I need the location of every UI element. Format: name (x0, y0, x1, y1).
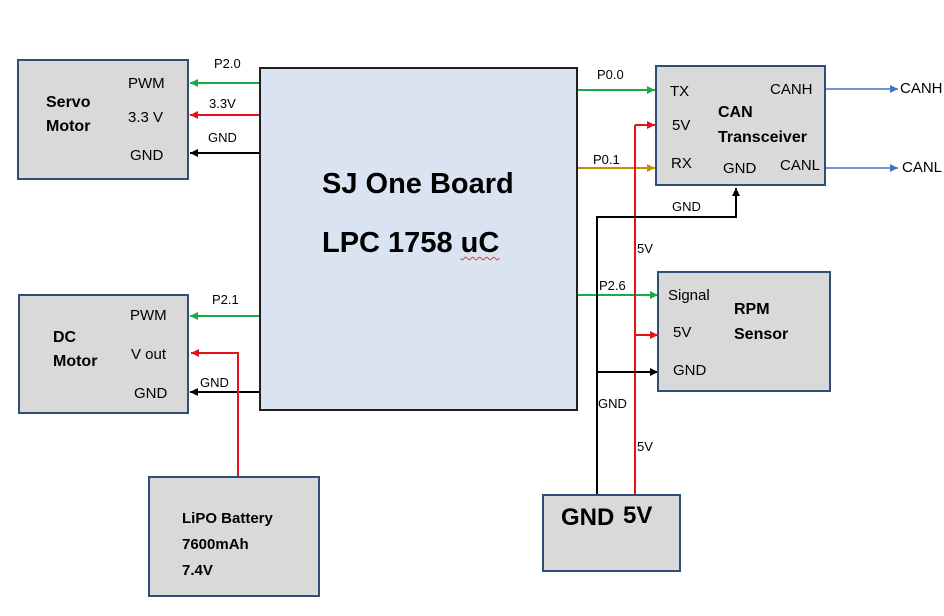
servo-motor-block (17, 59, 189, 180)
output-canl: CANL (902, 159, 943, 176)
servo-pin-pwm: PWM (128, 75, 165, 92)
power-5v-label: 5V (623, 502, 653, 529)
output-canh: CANH (900, 80, 943, 97)
servo-pin-gnd: GND (130, 147, 164, 164)
board-subtitle: LPC 1758 uC (322, 229, 499, 258)
servo-title-line2: Motor (46, 118, 91, 135)
wire-battery-vout (191, 349, 239, 476)
servo-title-line1: Servo (46, 94, 91, 111)
servo-pin-vcc: 3.3 V (128, 109, 164, 126)
dc-title-line1: DC (53, 329, 77, 346)
rpm-pin-gnd: GND (673, 362, 707, 379)
can-transceiver-block (655, 65, 826, 186)
battery-block (148, 476, 320, 597)
label-p0-1: P0.1 (593, 152, 620, 167)
label-p0-0: P0.0 (597, 67, 624, 82)
label-gnd-dc: GND (200, 375, 229, 390)
label-5v-rpm: 5V (637, 439, 653, 454)
rpm-title-line1: RPM (734, 301, 770, 318)
dc-pin-vout: V out (131, 346, 167, 363)
label-3v3: 3.3V (209, 96, 236, 111)
label-p2-1: P2.1 (212, 292, 239, 307)
can-title-line1: CAN (718, 104, 753, 121)
can-pin-canh: CANH (770, 81, 813, 98)
label-p2-0: P2.0 (214, 56, 241, 71)
dc-title-line2: Motor (53, 353, 98, 370)
label-gnd-servo: GND (208, 130, 237, 145)
label-p2-6: P2.6 (599, 278, 626, 293)
can-pin-rx: RX (671, 155, 692, 172)
rpm-pin-signal: Signal (668, 287, 710, 304)
can-pin-canl: CANL (780, 157, 821, 174)
label-5v-can: 5V (637, 241, 653, 256)
dc-pin-pwm: PWM (130, 307, 167, 324)
can-pin-tx: TX (670, 83, 690, 100)
power-supply-block (542, 494, 681, 572)
dc-motor-block (18, 294, 189, 414)
can-title-line2: Transceiver (718, 129, 807, 146)
battery-label-line1: LiPO Battery (182, 510, 273, 527)
sj-one-board-block (259, 67, 578, 411)
battery-label-line2: 7600mAh (182, 536, 249, 553)
rpm-pin-5v: 5V (673, 324, 692, 341)
dc-pin-gnd: GND (134, 385, 168, 402)
rpm-sensor-block (657, 271, 831, 392)
board-subtitle-uc: uC (460, 227, 500, 259)
power-gnd-label: GND (561, 504, 615, 531)
label-gnd-can: GND (672, 199, 701, 214)
board-title: SJ One Board (322, 168, 514, 200)
wire-gnd-rail (596, 216, 736, 495)
board-subtitle-main: LPC 1758 (322, 227, 461, 259)
can-pin-5v: 5V (672, 117, 691, 134)
label-gnd-rpm: GND (598, 396, 627, 411)
rpm-title-line2: Sensor (734, 326, 789, 343)
can-pin-gnd: GND (723, 160, 757, 177)
battery-label-line3: 7.4V (182, 562, 213, 579)
